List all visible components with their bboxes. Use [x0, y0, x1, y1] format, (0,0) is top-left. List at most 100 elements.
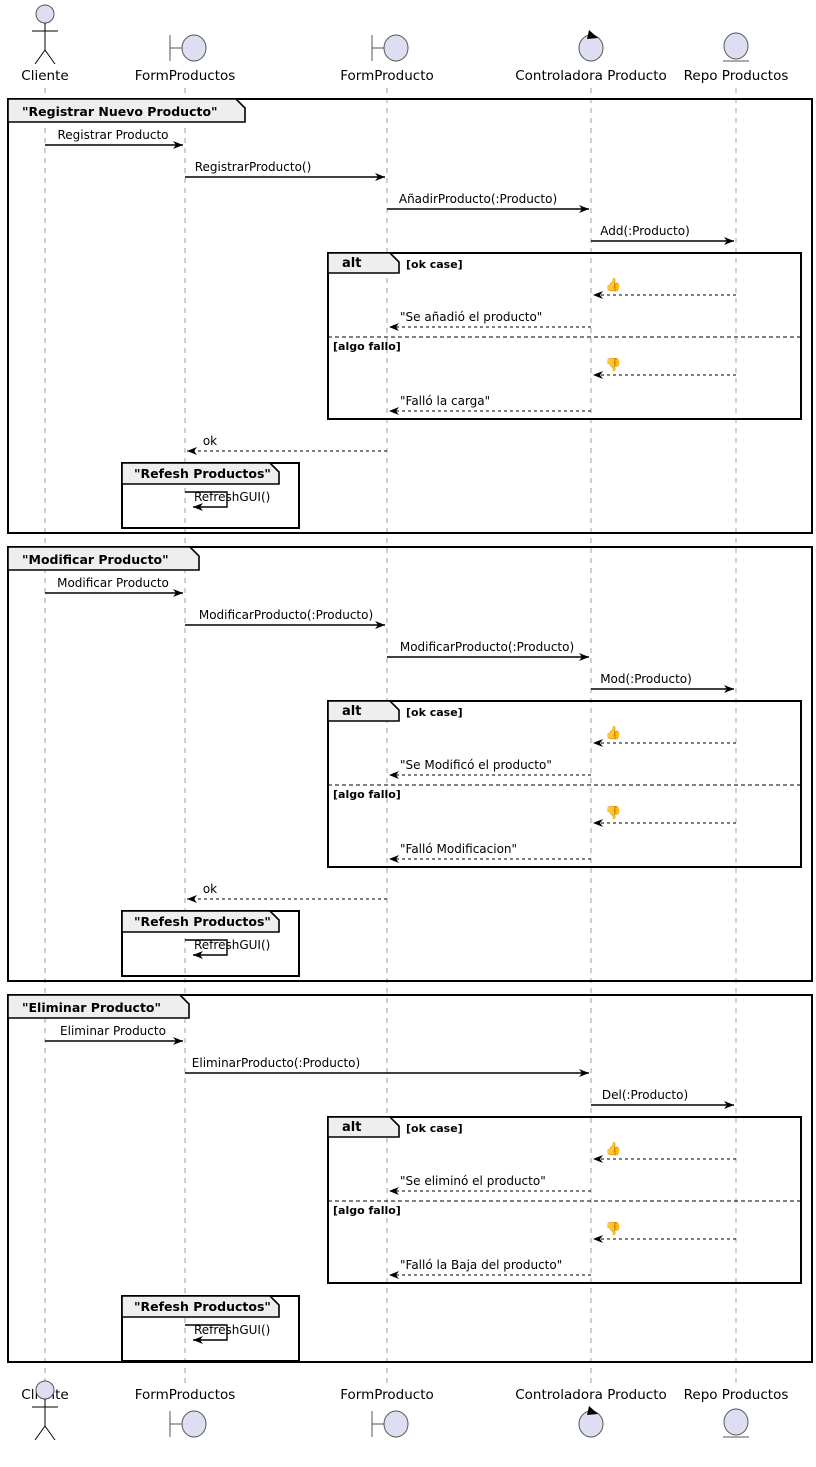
actor-leg-left: [34, 1425, 46, 1441]
message-m11: Eliminar Producto: [45, 1024, 183, 1045]
self-message-line: [185, 1324, 228, 1344]
message-a4: "Falló la carga": [389, 394, 591, 415]
message-m8: ModificarProducto(:Producto): [387, 640, 589, 661]
message-label: "Falló la Baja del producto": [400, 1258, 562, 1272]
message-m1: Registrar Producto: [45, 128, 183, 149]
actor-leg-left: [34, 49, 46, 65]
group-registrar: "Registrar Nuevo Producto": [7, 98, 813, 534]
self-message-line: [185, 491, 228, 511]
alt-modificar-border: [327, 700, 802, 868]
self-message-line: [185, 939, 228, 959]
group-eliminar-title: "Eliminar Producto": [22, 1000, 161, 1015]
message-label: RegistrarProducto(): [195, 160, 312, 174]
thumbs-up-icon: 👍: [605, 725, 621, 741]
refresh-registrar: "Refesh Productos": [121, 462, 300, 529]
message-m7: ModificarProducto(:Producto): [185, 608, 385, 629]
message-c1: 👍: [593, 1141, 736, 1163]
message-c4: "Falló la Baja del producto": [389, 1258, 591, 1279]
alt-eliminar: alt: [327, 1116, 802, 1284]
group-modificar: "Modificar Producto": [7, 546, 813, 982]
thumbs-down-icon: 👎: [605, 805, 621, 821]
message-label: "Se Modificó el producto": [400, 758, 552, 772]
group-registrar-border: [7, 98, 813, 534]
message-label: ModificarProducto(:Producto): [400, 640, 574, 654]
message-c3: 👎: [593, 1221, 736, 1243]
thumbs-up-icon: 👍: [605, 1141, 621, 1157]
message-m5: ok: [187, 434, 387, 455]
lifeline-label-controladora: Controladora Producto: [515, 1387, 667, 1403]
control-circle: [578, 1410, 604, 1438]
message-label: "Falló la carga": [400, 394, 490, 408]
alt-eliminar-title-tab: [327, 1116, 400, 1138]
message-m3: AñadirProducto(:Producto): [387, 192, 589, 213]
entity-icon: [723, 32, 749, 62]
refresh-registrar-title-tab: [121, 462, 280, 485]
refresh-modificar-title-tab: [121, 910, 280, 933]
self-message: RefreshGUI(): [185, 938, 270, 959]
message-m6: Modificar Producto: [45, 576, 183, 597]
message-m9: Mod(:Producto): [591, 672, 734, 693]
message-label: AñadirProducto(:Producto): [399, 192, 557, 206]
refresh-registrar-title: "Refesh Productos": [134, 466, 271, 481]
entity-circle: [723, 1408, 749, 1436]
message-label: ok: [203, 434, 217, 448]
message-label: Modificar Producto: [57, 576, 169, 590]
actor-head-icon: [35, 4, 55, 24]
boundary-circle: [181, 34, 207, 62]
lifeline-label-formproductos: FormProductos: [135, 1387, 236, 1403]
message-label: "Se añadió el producto": [400, 310, 542, 324]
refresh-eliminar-title-tab: [121, 1295, 280, 1318]
thumbs-down-icon: 👎: [605, 1221, 621, 1237]
boundary-circle: [383, 1410, 409, 1438]
alt-eliminar-guard-0: [ok case]: [406, 1122, 463, 1135]
alt-eliminar-guard-1: [algo fallo]: [333, 1204, 401, 1217]
lifelines-layer: [44, 88, 737, 1386]
message-b3: 👎: [593, 805, 736, 827]
actor-head-icon: [35, 1380, 55, 1400]
message-m13: Del(:Producto): [591, 1088, 734, 1109]
message-label: Registrar Producto: [57, 128, 168, 142]
lifeline-label-repo: Repo Productos: [684, 68, 789, 84]
alt-modificar-title-tab: [327, 700, 400, 722]
lifeline-label-formproducto: FormProducto: [340, 1387, 434, 1403]
message-c2: "Se eliminó el producto": [389, 1174, 591, 1195]
refresh-modificar: "Refesh Productos": [121, 910, 300, 977]
group-registrar-title-tab: [7, 98, 246, 123]
message-label: Eliminar Producto: [60, 1024, 166, 1038]
participant-foot-icons: ClienteFormProductosFormProductoControla…: [21, 1380, 788, 1441]
group-registrar-title: "Registrar Nuevo Producto": [22, 104, 218, 119]
alt-modificar: alt: [327, 700, 802, 868]
group-modificar-title-tab: [7, 546, 200, 571]
alt-registrar: alt: [327, 252, 802, 420]
alt-eliminar-border: [327, 1116, 802, 1284]
message-label: Add(:Producto): [600, 224, 690, 238]
lifeline-label-cliente: Cliente: [21, 68, 68, 84]
group-modificar-title: "Modificar Producto": [22, 552, 169, 567]
group-eliminar-border: [7, 994, 813, 1363]
lifeline-label-controladora: Controladora Producto: [515, 68, 667, 84]
alt-modificar-title: alt: [342, 704, 361, 719]
alt-registrar-guard-1: [algo fallo]: [333, 340, 401, 353]
alt-registrar-border: [327, 252, 802, 420]
entity-circle: [723, 32, 749, 60]
control-arrow: [587, 30, 598, 39]
actor-stick-figure-icon: [32, 4, 58, 65]
message-label: Mod(:Producto): [600, 672, 692, 686]
group-eliminar: "Eliminar Producto": [7, 994, 813, 1363]
message-label: ok: [203, 882, 217, 896]
lifeline-label-formproducto: FormProducto: [340, 68, 434, 84]
refresh-eliminar-title: "Refesh Productos": [134, 1299, 271, 1314]
self-message: RefreshGUI(): [185, 490, 270, 511]
self-message-label: RefreshGUI(): [194, 938, 270, 952]
refresh-modificar-title: "Refesh Productos": [134, 914, 271, 929]
message-label: EliminarProducto(:Producto): [192, 1056, 360, 1070]
thumbs-down-icon: 👎: [605, 357, 621, 373]
message-m2: RegistrarProducto(): [185, 160, 385, 181]
boundary-icon: [169, 1410, 207, 1438]
message-a1: 👍: [593, 277, 736, 299]
message-a2: "Se añadió el producto": [389, 310, 591, 331]
self-message-label: RefreshGUI(): [194, 490, 270, 504]
